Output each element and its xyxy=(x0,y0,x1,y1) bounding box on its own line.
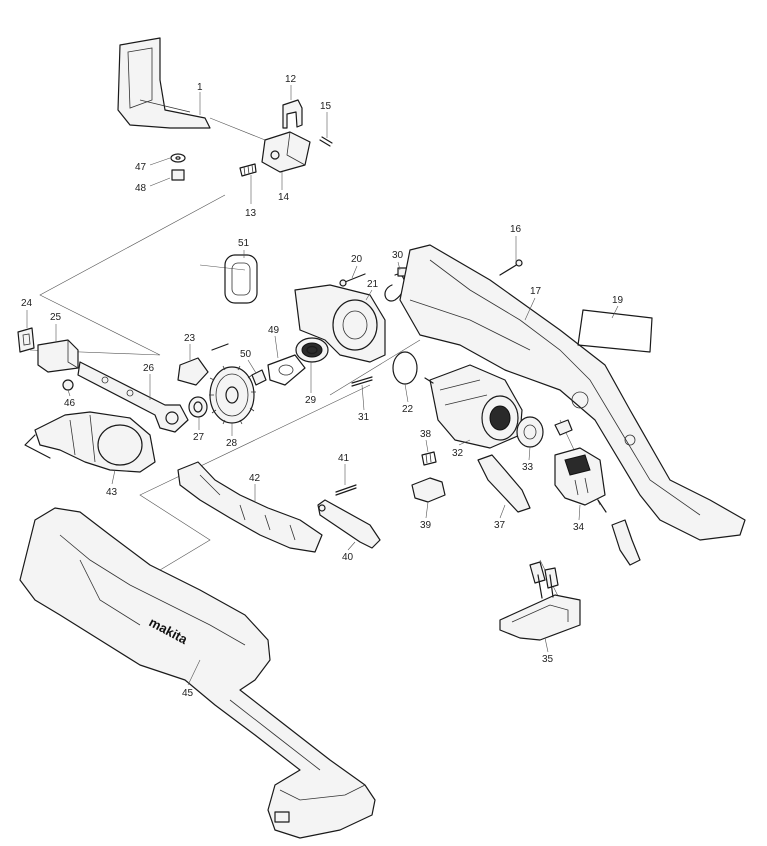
part-17-housing-half xyxy=(399,244,746,541)
callout-1: 1 xyxy=(197,82,203,93)
part-45-main-housing: makita xyxy=(19,507,376,839)
part-12-clip xyxy=(282,99,303,129)
callout-27: 27 xyxy=(193,432,205,443)
part-37-guide xyxy=(477,454,531,513)
callout-32: 32 xyxy=(452,448,464,459)
part-21-gear-housing xyxy=(294,284,386,363)
callout-41: 41 xyxy=(338,453,350,464)
part-43-blade-holder xyxy=(24,411,156,473)
callout-38: 38 xyxy=(420,429,432,440)
callout-40: 40 xyxy=(342,552,354,563)
callout-29: 29 xyxy=(305,395,317,406)
part-49-gasket xyxy=(267,354,306,386)
part-31-pin xyxy=(351,376,373,387)
callout-49: 49 xyxy=(268,325,280,336)
part-13-spring xyxy=(239,163,257,177)
callout-34: 34 xyxy=(573,522,585,533)
part-28-bevel-gear xyxy=(209,365,256,425)
part-41-pin xyxy=(335,484,357,496)
callout-30: 30 xyxy=(392,250,404,261)
part-39-switch-lever xyxy=(411,477,446,503)
part-29-bearing xyxy=(295,337,329,363)
callout-14: 14 xyxy=(278,192,290,203)
part-25-cover xyxy=(37,339,79,373)
callout-26: 26 xyxy=(143,363,155,374)
callout-25: 25 xyxy=(50,312,62,323)
part-20-screw xyxy=(339,273,366,287)
part-23-bracket-screw xyxy=(177,343,229,386)
part-35-terminal-block xyxy=(499,574,581,641)
callout-16: 16 xyxy=(510,224,522,235)
part-46-nut xyxy=(62,379,74,391)
callout-33: 33 xyxy=(522,462,534,473)
callout-46: 46 xyxy=(64,398,76,409)
part-32-motor xyxy=(424,364,523,449)
callout-24: 24 xyxy=(21,298,33,309)
part-24-cap xyxy=(17,327,35,353)
callout-47: 47 xyxy=(135,162,147,173)
part-22-o-ring xyxy=(392,351,418,385)
part-14-block xyxy=(261,131,311,173)
part-19-label xyxy=(577,309,653,353)
callout-leaders xyxy=(26,85,619,686)
part-small-connectors xyxy=(529,419,641,589)
part-51-ring xyxy=(224,254,258,304)
callout-42: 42 xyxy=(249,473,261,484)
callout-23: 23 xyxy=(184,333,196,344)
callout-37: 37 xyxy=(494,520,506,531)
part-40-lever xyxy=(317,499,381,549)
callout-21: 21 xyxy=(367,279,379,290)
callout-31: 31 xyxy=(358,412,370,423)
part-50-pin xyxy=(251,369,267,386)
callout-48: 48 xyxy=(135,183,147,194)
callout-39: 39 xyxy=(420,520,432,531)
callout-17: 17 xyxy=(530,286,542,297)
part-1-bracket xyxy=(117,37,211,129)
callout-22: 22 xyxy=(402,404,414,415)
callout-20: 20 xyxy=(351,254,363,265)
part-26-plate xyxy=(77,361,189,433)
callout-50: 50 xyxy=(240,349,252,360)
callout-labels: 1 12 15 47 48 13 14 16 51 20 30 21 17 19… xyxy=(21,74,624,699)
part-27-bushing xyxy=(188,396,208,418)
part-16-screw xyxy=(499,259,523,276)
part-38-spring xyxy=(421,451,437,466)
callout-19: 19 xyxy=(612,295,624,306)
part-34-switch xyxy=(554,447,607,513)
part-42-frame xyxy=(177,461,323,553)
callout-51: 51 xyxy=(238,238,250,249)
callout-35: 35 xyxy=(542,654,554,665)
part-48-screw xyxy=(171,169,185,181)
callout-13: 13 xyxy=(245,208,257,219)
part-15-pin xyxy=(319,136,333,147)
part-33-fan xyxy=(516,416,544,448)
callout-45: 45 xyxy=(182,688,194,699)
callout-12: 12 xyxy=(285,74,297,85)
part-47-washer xyxy=(170,153,186,163)
callout-28: 28 xyxy=(226,438,238,449)
callout-15: 15 xyxy=(320,101,332,112)
callout-43: 43 xyxy=(106,487,118,498)
